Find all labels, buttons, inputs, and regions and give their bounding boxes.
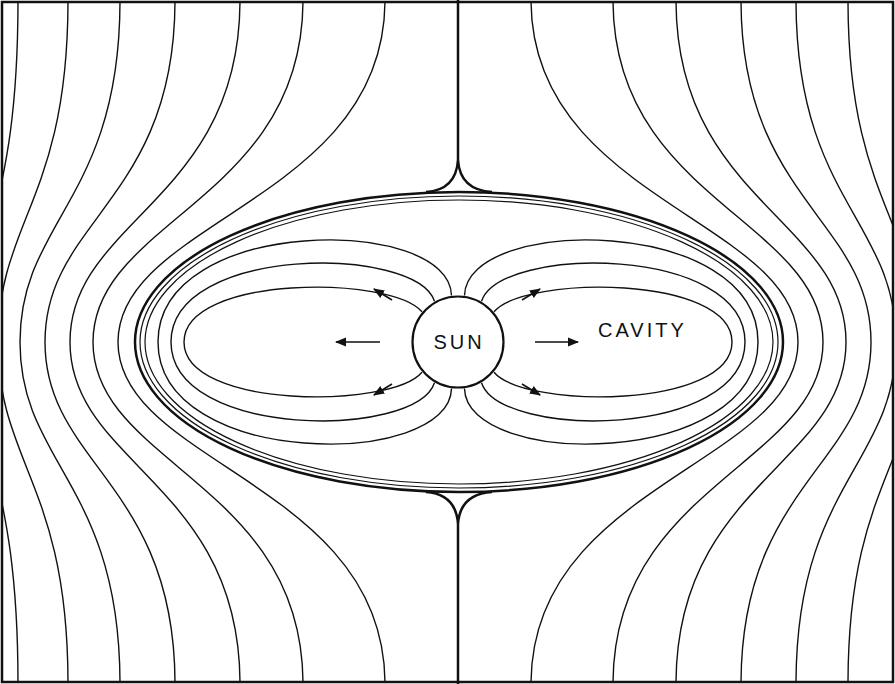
- region-label: CAVITY: [598, 318, 687, 342]
- field-loop: [494, 287, 732, 397]
- field-loop: [465, 240, 759, 444]
- field-line: [848, 2, 893, 682]
- field-line: [70, 2, 240, 682]
- flow-arrow: [535, 341, 578, 343]
- inner-field-loops: [158, 240, 758, 444]
- field-loop: [158, 240, 452, 444]
- outflow-arrows: [336, 289, 578, 395]
- field-loop: [482, 263, 746, 421]
- flow-arrow: [336, 341, 380, 343]
- field-line: [676, 2, 846, 682]
- sun-label: SUN: [433, 330, 484, 354]
- neutral-line: [426, 0, 492, 684]
- cavity-boundary: [140, 196, 778, 488]
- flow-arrow: [522, 289, 540, 300]
- cavity-boundary: [145, 200, 773, 484]
- field-line: [741, 2, 871, 682]
- field-loop: [171, 263, 435, 421]
- field-line: [796, 2, 893, 682]
- flow-arrow: [522, 384, 540, 395]
- field-loop: [184, 287, 422, 397]
- sun-disc: SUN: [411, 295, 505, 389]
- cusp-top: [426, 0, 492, 192]
- field-line: [45, 2, 175, 682]
- flow-arrow: [374, 289, 392, 300]
- field-line: [2, 2, 68, 682]
- cusp-bottom: [426, 492, 492, 684]
- cavity-region: CAVITY SUN: [135, 192, 783, 492]
- field-line: [613, 2, 823, 682]
- cavity-boundary: [135, 192, 783, 492]
- sun-circle: [413, 297, 504, 388]
- flow-arrow: [374, 384, 392, 395]
- field-line: [93, 2, 303, 682]
- field-line: [2, 2, 18, 682]
- field-line: [20, 2, 120, 682]
